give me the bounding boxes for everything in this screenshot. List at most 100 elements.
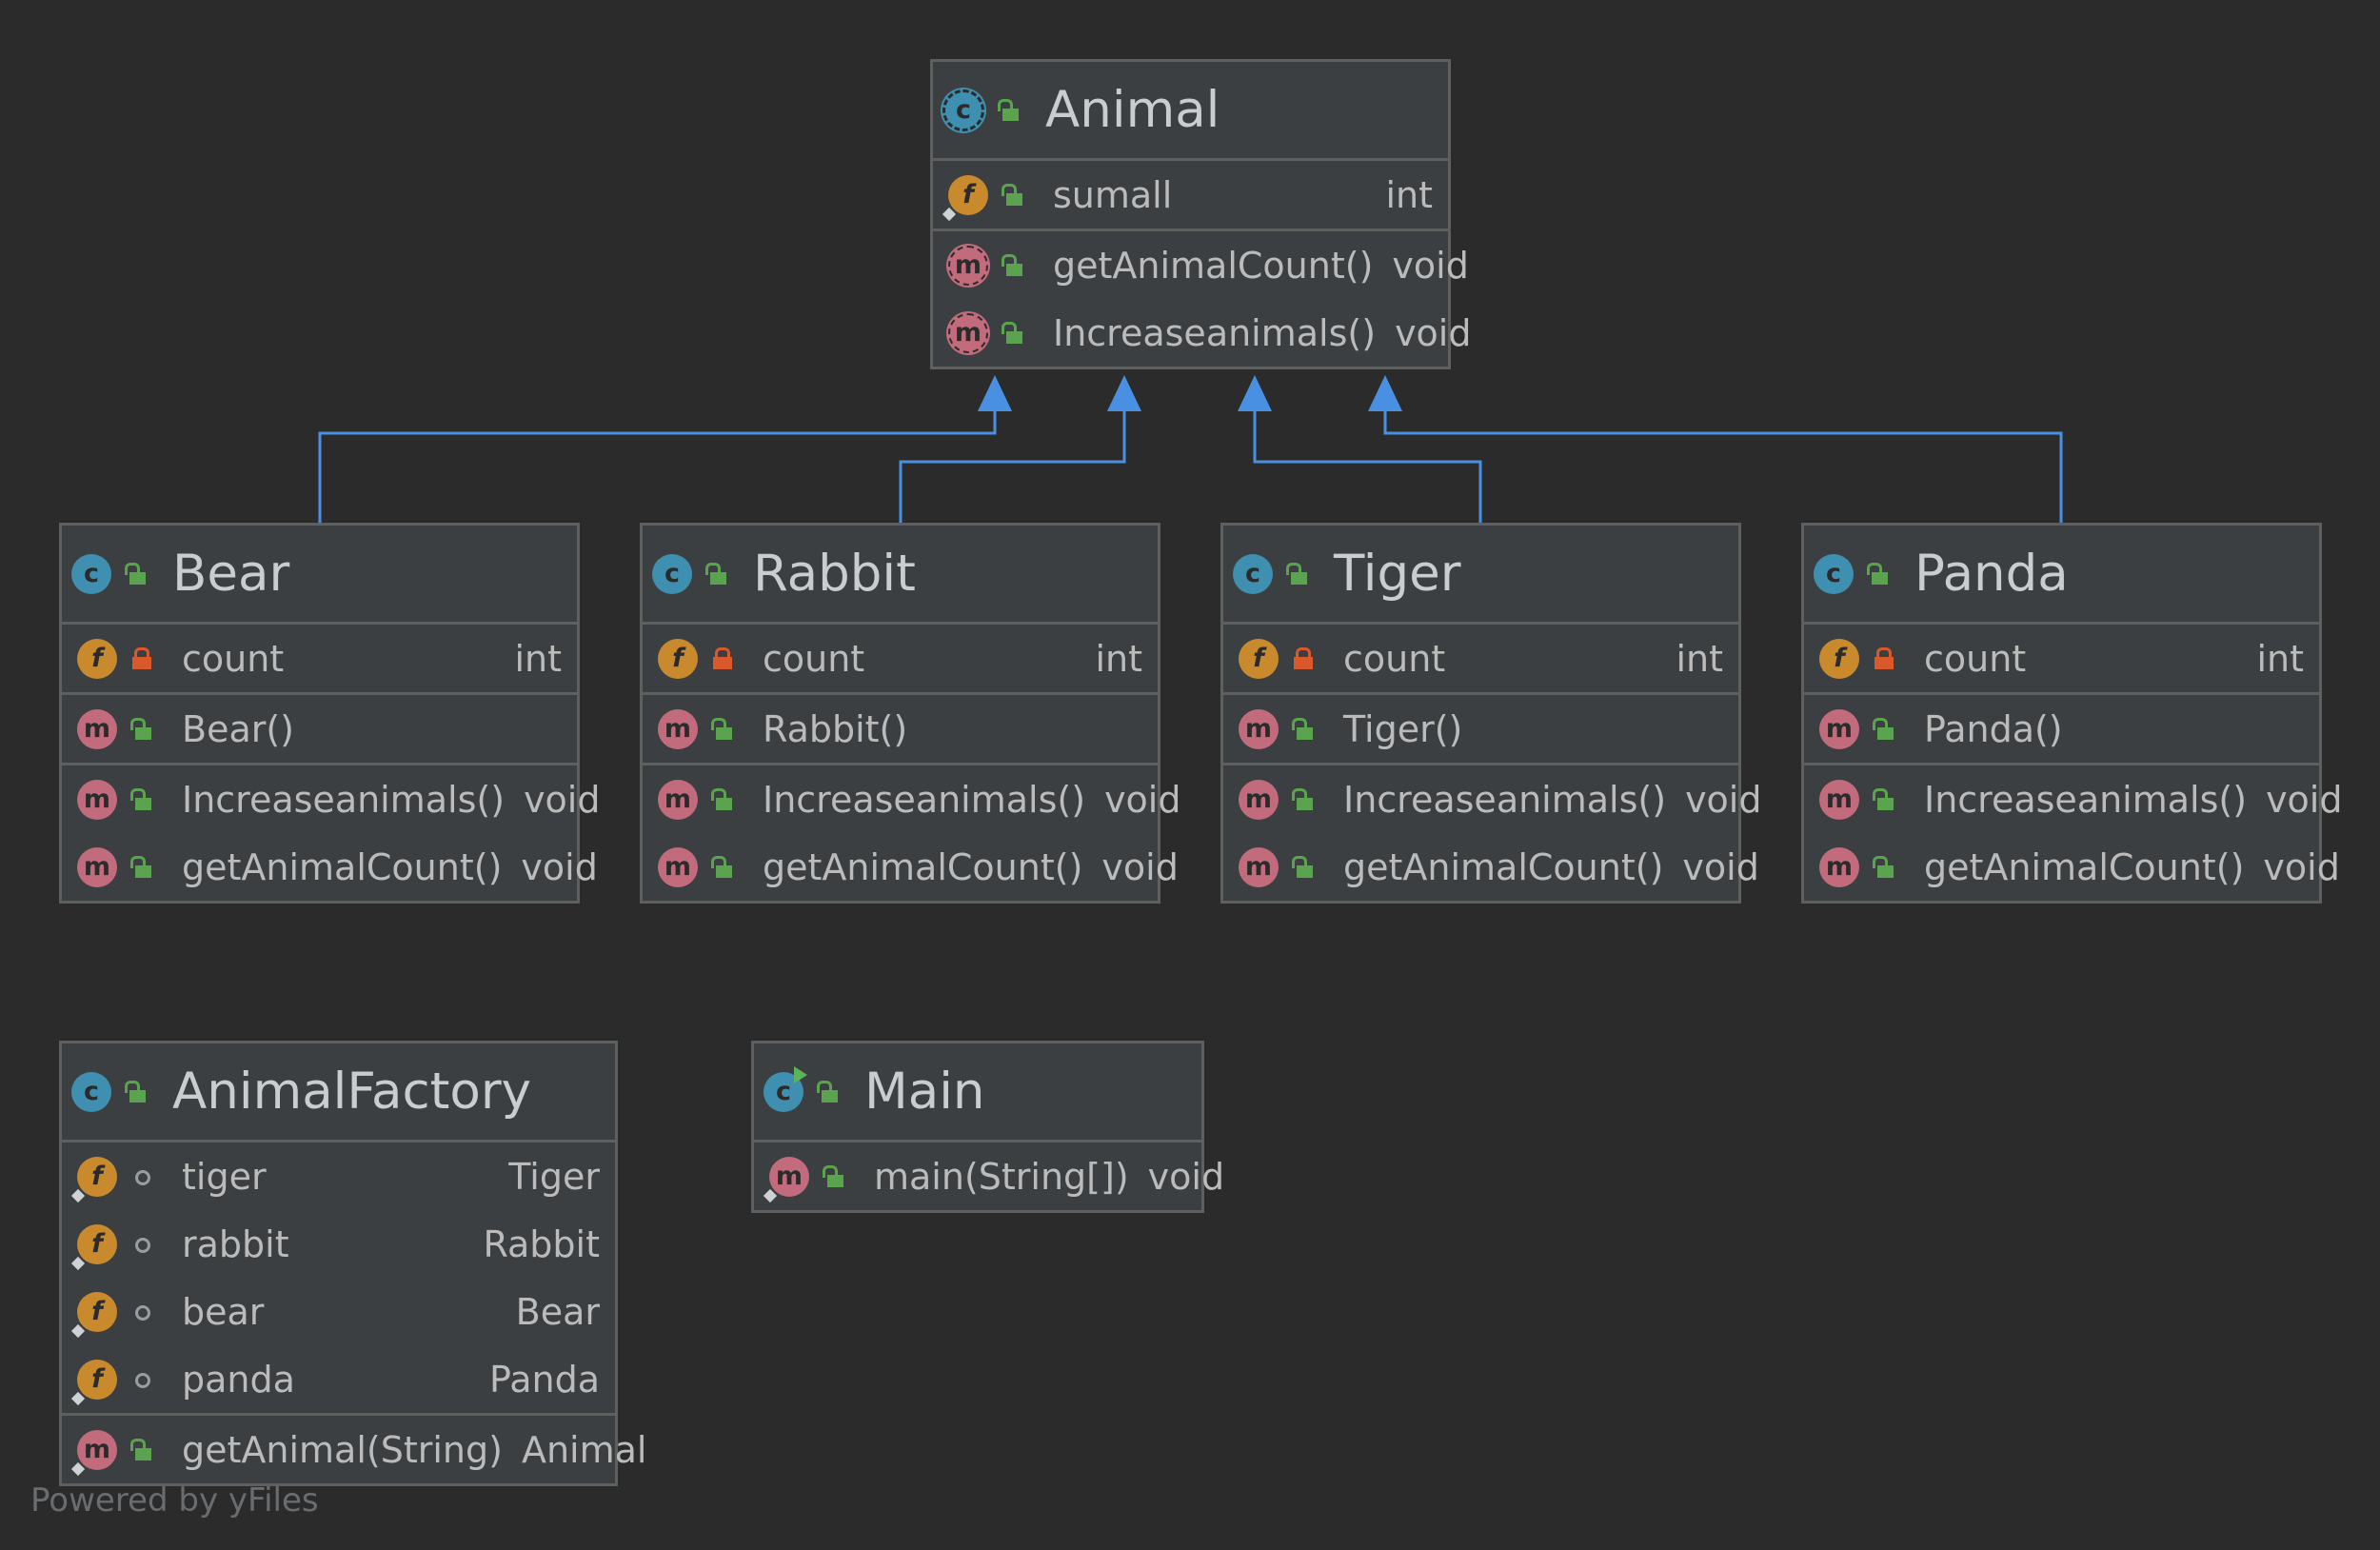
- class-name: Main: [864, 1063, 985, 1121]
- watermark: Powered by yFiles: [30, 1481, 319, 1520]
- method-name: getAnimalCount(): [1924, 845, 2245, 888]
- method-name: Tiger(): [1343, 707, 1463, 750]
- class-name: Tiger: [1334, 545, 1461, 603]
- method-name: main(String[]): [874, 1155, 1129, 1198]
- method-icon: m: [77, 1429, 117, 1470]
- field-type: int: [1385, 173, 1433, 216]
- package-visibility-icon: [130, 1368, 153, 1391]
- field-icon: f: [77, 1156, 117, 1197]
- class-name: Bear: [172, 545, 290, 603]
- field-name: panda: [182, 1358, 295, 1401]
- public-visibility-icon: [1873, 855, 1895, 879]
- public-visibility-icon: [1292, 787, 1315, 811]
- method-type: void: [1395, 311, 1472, 354]
- method-icon: m: [1239, 846, 1279, 887]
- public-visibility-icon: [1002, 183, 1024, 207]
- class-name: Animal: [1045, 81, 1220, 139]
- method-icon: m: [1819, 708, 1859, 749]
- inheritance-edge-rabbit: [899, 411, 1126, 523]
- method-type: void: [524, 778, 601, 821]
- method-type: void: [1147, 1155, 1225, 1198]
- public-visibility-icon: [711, 855, 734, 879]
- package-visibility-icon: [130, 1233, 153, 1256]
- field-name: tiger: [182, 1155, 267, 1198]
- method-name: getAnimal(String): [182, 1428, 503, 1471]
- field-type: int: [2256, 637, 2304, 680]
- method-icon: m: [658, 779, 698, 820]
- inheritance-arrowhead: [1107, 375, 1141, 411]
- method-icon: m: [77, 846, 117, 887]
- field-type: int: [1095, 637, 1142, 680]
- field-type: int: [1676, 637, 1723, 680]
- method-row[interactable]: m Panda(): [1804, 695, 2319, 763]
- method-name: Panda(): [1924, 707, 2063, 750]
- field-type: Bear: [515, 1290, 600, 1333]
- class-name: Panda: [1914, 545, 2069, 603]
- method-icon: m: [1239, 708, 1279, 749]
- public-visibility-icon: [130, 787, 153, 811]
- field-name: count: [1343, 637, 1446, 680]
- public-visibility-icon: [711, 787, 734, 811]
- public-visibility-icon: [1867, 562, 1890, 586]
- class-icon: c: [1814, 553, 1854, 594]
- method-icon: m: [77, 708, 117, 749]
- public-visibility-icon: [130, 717, 153, 741]
- class-icon: c: [71, 553, 111, 594]
- method-type: Animal: [521, 1428, 647, 1471]
- inheritance-edge-panda: [1383, 411, 2063, 523]
- method-icon: m: [1239, 779, 1279, 820]
- method-row[interactable]: m Tiger(): [1223, 695, 1738, 763]
- field-type: int: [514, 637, 562, 680]
- public-visibility-icon: [823, 1164, 845, 1188]
- method-icon: m: [948, 245, 988, 286]
- field-name: bear: [182, 1290, 265, 1333]
- inheritance-arrowhead: [1368, 375, 1402, 411]
- package-visibility-icon: [130, 1165, 153, 1188]
- class-icon: c: [71, 1071, 111, 1112]
- class-header: c Bear: [62, 526, 577, 625]
- field-name: count: [182, 637, 285, 680]
- class-name: Rabbit: [753, 545, 916, 603]
- method-row[interactable]: m getAnimal(String) Animal: [62, 1416, 646, 1483]
- method-name: Rabbit(): [763, 707, 908, 750]
- class-icon: c: [652, 553, 692, 594]
- public-visibility-icon: [1002, 321, 1024, 345]
